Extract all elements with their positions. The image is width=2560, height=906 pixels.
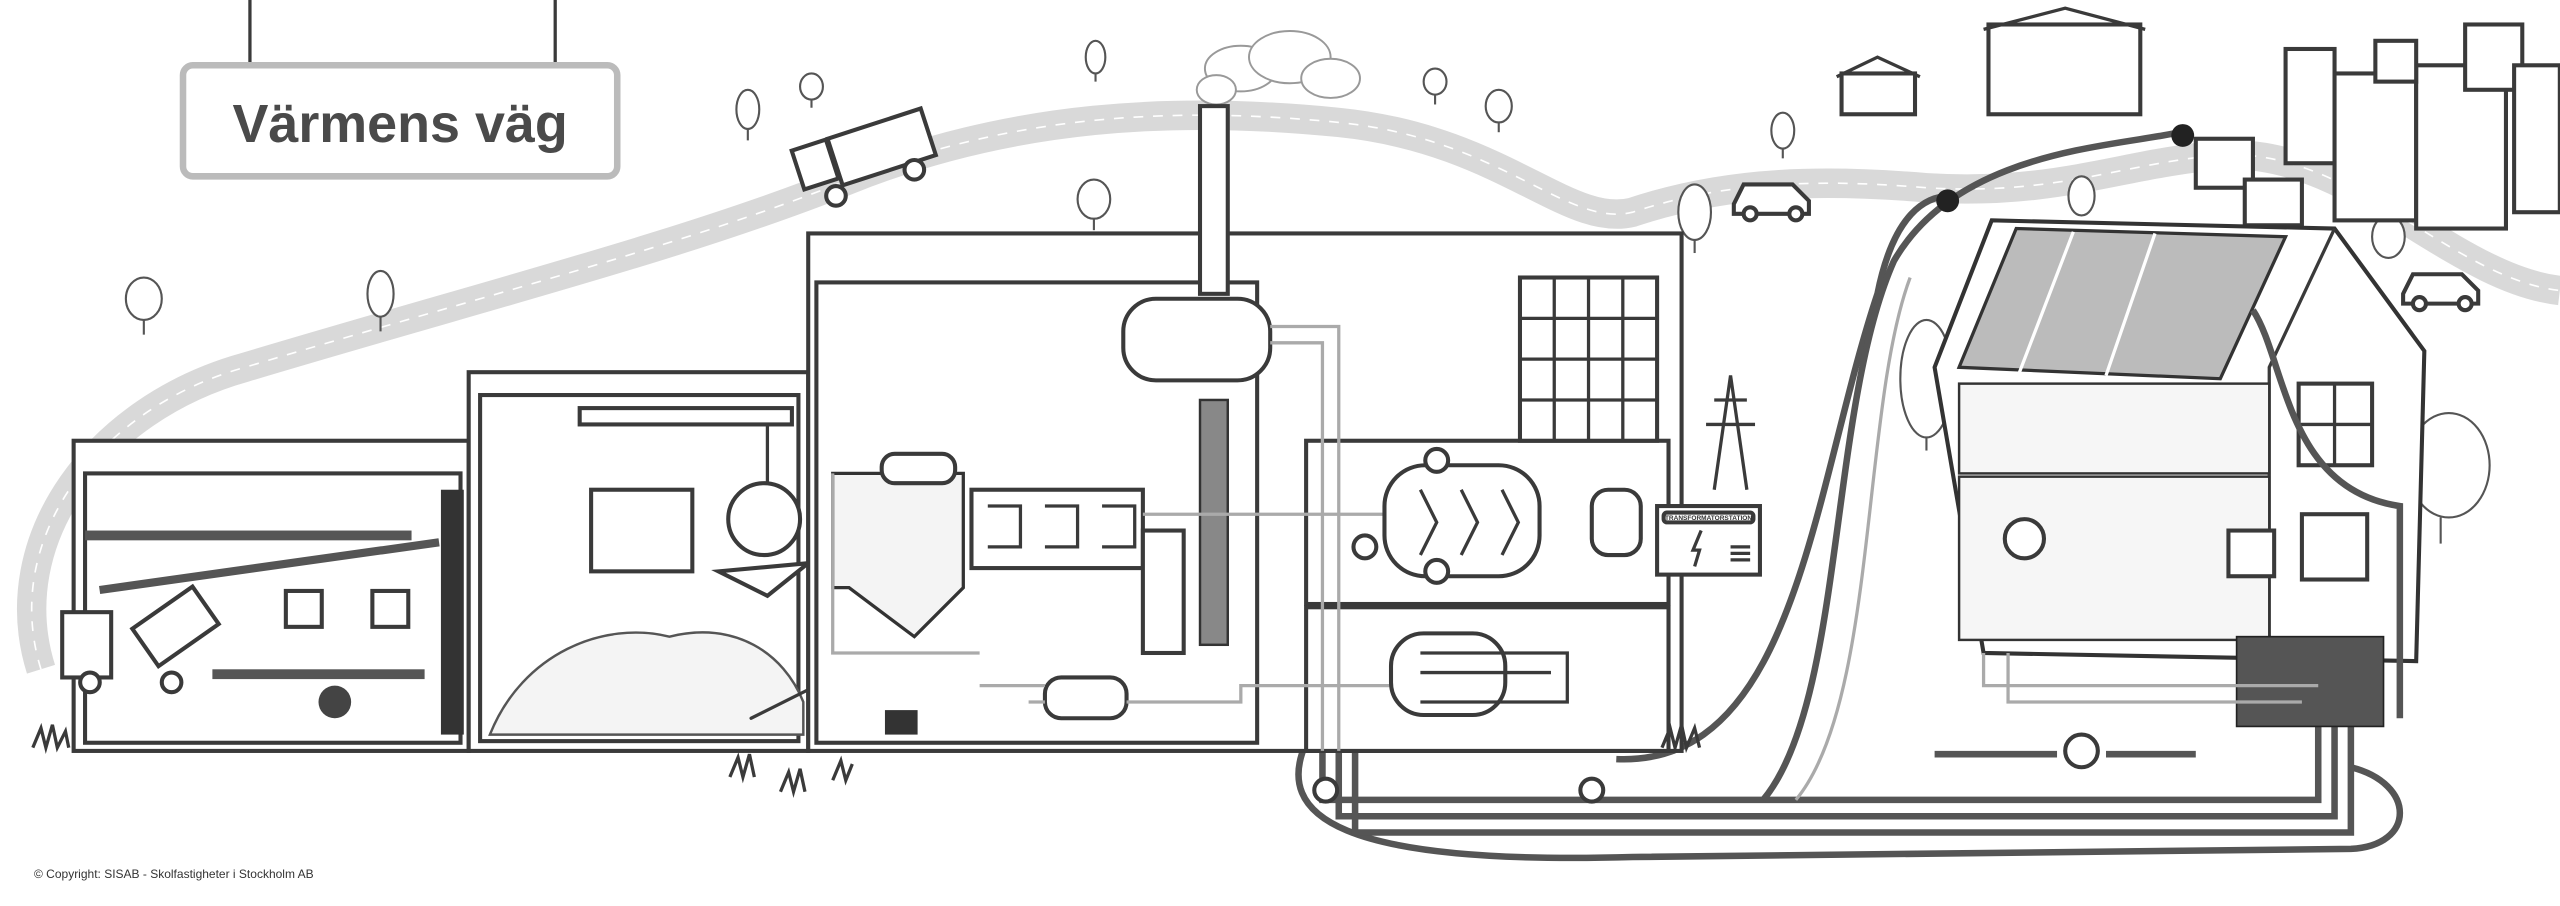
smoke: [1195, 30, 1361, 106]
vent-grille: [1730, 545, 1751, 562]
grab-claw: [726, 481, 803, 558]
power-plant-building: [806, 104, 1684, 753]
living-room: [1957, 475, 2271, 642]
heat-exchanger-unit: [2235, 635, 2385, 728]
fuel-hopper: [711, 560, 815, 599]
pressure-gauge: [1423, 446, 1451, 474]
control-room: [589, 487, 695, 574]
recycling-bin: [370, 588, 411, 629]
house: [1932, 218, 2427, 728]
wood-truck: [789, 105, 939, 208]
flue-gas-condenser: [1121, 296, 1273, 383]
pressure-gauge: [1351, 533, 1379, 561]
conveyor: [99, 538, 440, 595]
grass: [31, 722, 1702, 799]
conveyor: [85, 530, 412, 541]
electric-car: [2401, 272, 2481, 313]
person: [2002, 517, 2047, 561]
economizer: [1140, 528, 1186, 656]
heat-exchangers: [969, 487, 1145, 571]
solar-panels: [1956, 226, 2289, 381]
fuel-storage-building: [466, 370, 851, 753]
flue-gas-duct: [1198, 398, 1229, 647]
road-center-line: [30, 114, 2560, 670]
lightning-bolt-icon: [1690, 529, 1703, 567]
recycling-bin: [283, 588, 324, 629]
transformer-label: TRANSFORMATORSTATION: [1665, 515, 1752, 522]
title-sign: Värmens väg: [179, 0, 621, 180]
transformer-station: TRANSFORMATORSTATION: [1655, 375, 1762, 577]
electric-cabinet: [2226, 528, 2277, 579]
ash-bin: [884, 710, 918, 735]
shredder: [318, 685, 352, 719]
sign-title: Värmens väg: [232, 94, 567, 154]
conveyor: [212, 669, 425, 680]
generator: [1589, 487, 1643, 558]
electric-car: [1731, 182, 1811, 223]
window: [2299, 512, 2370, 582]
crane-rail: [577, 406, 794, 427]
solar-panel: [129, 583, 222, 670]
city: [1835, 6, 2560, 231]
truck-cab: [60, 610, 114, 680]
attic: [1957, 382, 2271, 475]
pressure-gauge: [1423, 557, 1451, 585]
chimney: [1197, 104, 1230, 296]
copyright-notice: © Copyright: SISAB - Skolfastigheter i S…: [34, 867, 314, 881]
district-heating-network: [1295, 124, 2404, 862]
steam-drum: [879, 451, 958, 486]
tank: [1042, 675, 1129, 721]
fuel-pile: [488, 631, 805, 736]
power-pylon: [1706, 375, 1756, 490]
sorting-building: [60, 438, 471, 753]
